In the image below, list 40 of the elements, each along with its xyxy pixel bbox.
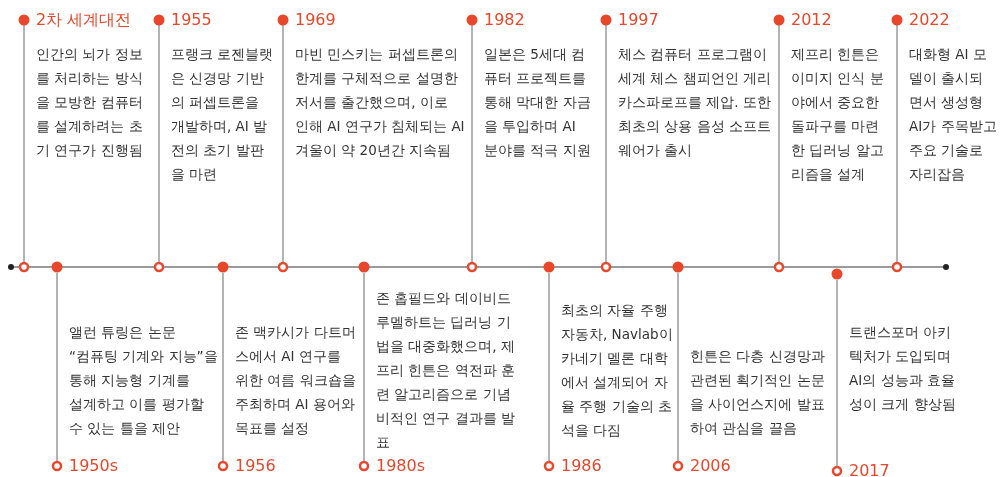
event-description: 대화형 AI 모델이 출시되면서 생성형 AI가 주목받고 주요 기술로 자리잡음 xyxy=(909,45,997,184)
event-description: 제프리 힌튼은 이미지 인식 분야에서 중요한 돌파구를 마련한 딥러닝 알고리즘을 설계 xyxy=(791,45,885,184)
event-description: 트랜스포머 아키텍처가 도입되며 AI의 성능과 효율성이 크게 향상됨 xyxy=(849,323,957,414)
event-description: 체스 컴퓨터 프로그램이 세계 체스 챔피언인 게리 카스파로프를 제압. 또한 최초의 상용 음성 소프트웨어가 출시 xyxy=(618,45,772,160)
year-label: 2012 xyxy=(791,10,832,30)
connector-line xyxy=(56,272,58,313)
event-description: 마빈 민스키는 퍼셉트론의 한계를 구체적으로 설명한 저서를 출간했으며, 이로 인해 AI 연구가 침체되는 AI 겨울이 약 20년간 지속됨 xyxy=(295,45,465,160)
year-label: 1950s xyxy=(69,456,119,476)
connector-line xyxy=(158,245,160,263)
year-label: 1956 xyxy=(235,456,276,476)
event-description: 인간의 뇌가 정보를 처리하는 방식을 모방한 컴퓨터를 설계하려는 초기 연구가 진행됨 xyxy=(36,45,144,160)
connector-line xyxy=(896,245,898,263)
connector-line xyxy=(548,272,550,291)
event-description: 앨런 튜링은 논문 “컴퓨팅 기계와 지능”을 통해 지능형 기계를 설계하고 이를 평가할 수 있는 틀을 제안 xyxy=(69,323,219,438)
timeline-axis xyxy=(8,261,949,280)
connector-line xyxy=(471,245,473,263)
year-label: 1980s xyxy=(376,456,426,476)
event-description: 일본은 5세대 컴퓨터 프로젝트를 통해 막대한 자금을 투입하며 AI 분야를 적극 지원 xyxy=(484,45,592,160)
event-description: 존 홉필드와 데이비드 루멜하트는 딥러닝 기법을 대중화했으며, 제프리 힌튼은 역전파 훈련 알고리즘으로 기념비적인 연구 결과를 발표 xyxy=(376,289,516,452)
connector-line xyxy=(363,272,365,279)
year-label: 2006 xyxy=(690,456,731,476)
year-label: 1997 xyxy=(618,10,659,30)
year-label: 2017 xyxy=(849,461,890,477)
event-description: 존 맥카시가 다트머스에서 AI 연구를 위한 여름 워크숍을 주최하며 AI 용어와 목표를 설정 xyxy=(235,323,357,438)
connector-line xyxy=(778,245,780,263)
event-description: 프랭크 로젠블랫은 신경망 기반의 퍼셉트론을 개발하며, AI 발전의 초기 발판을 마련 xyxy=(171,45,275,184)
event-description: 힌튼은 다층 신경망과 관련된 획기적인 논문을 사이언스지에 발표하여 관심을 끌음 xyxy=(690,347,826,438)
year-label: 1986 xyxy=(561,456,602,476)
connector-line xyxy=(282,245,284,263)
year-label: 1955 xyxy=(171,10,212,30)
event-description: 최초의 자율 주행 자동차, Navlab이 카네기 멜론 대학에서 설계되어 자율 주행 기술의 초석을 다짐 xyxy=(561,301,673,440)
connector-line xyxy=(677,272,679,337)
year-label: 1969 xyxy=(295,10,336,30)
connector-line xyxy=(23,245,25,263)
year-label: 2022 xyxy=(909,10,950,30)
year-label: 1982 xyxy=(484,10,525,30)
year-label: 2차 세계대전 xyxy=(36,10,132,30)
connector-line xyxy=(605,245,607,263)
connector-line xyxy=(222,272,224,313)
connector-line xyxy=(836,279,838,313)
